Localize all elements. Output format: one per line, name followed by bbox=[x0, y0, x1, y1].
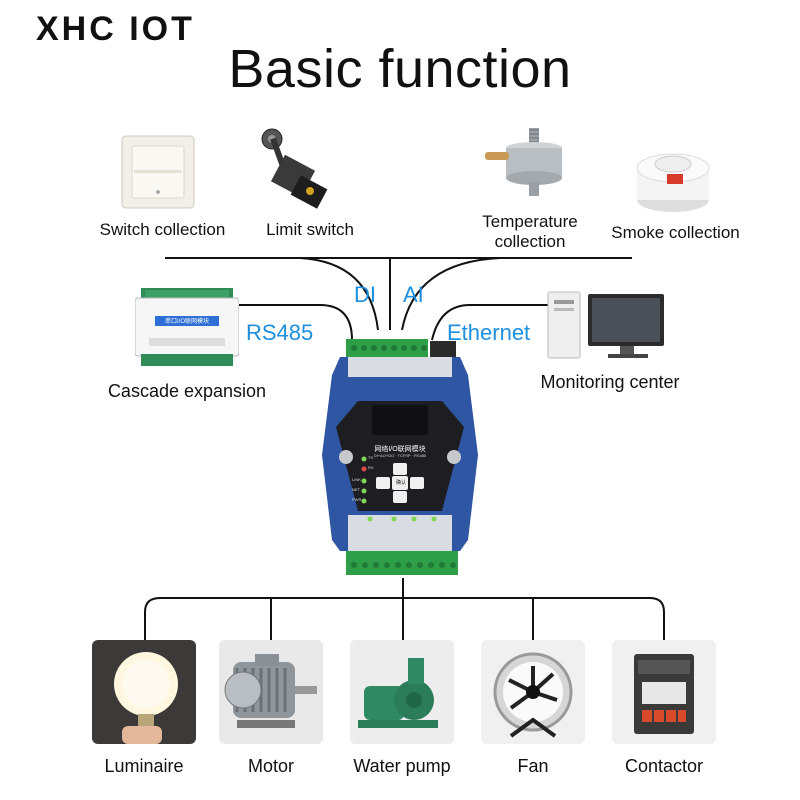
ai-label: AI bbox=[403, 282, 424, 307]
wall-switch-icon bbox=[120, 134, 196, 210]
brand-logo: XHC IOT bbox=[36, 10, 195, 48]
device-confirm-key[interactable]: 确认 bbox=[395, 480, 406, 486]
light-bulb-icon bbox=[92, 640, 196, 744]
load-sensor-icon bbox=[485, 128, 580, 200]
rs485-label: RS485 bbox=[246, 320, 314, 345]
motor-label: Motor bbox=[247, 756, 294, 776]
water-pump-label: Water pump bbox=[353, 756, 451, 776]
motor-icon bbox=[219, 640, 323, 744]
limit-switch-icon bbox=[250, 125, 340, 215]
led-tx-label: TX bbox=[368, 455, 374, 460]
ethernet-label: Ethernet bbox=[447, 320, 531, 345]
smoke-detector-icon bbox=[633, 138, 713, 218]
led-link-label: LINK bbox=[352, 477, 361, 482]
page-title: Basic function bbox=[228, 39, 572, 99]
contactor-icon bbox=[612, 640, 716, 744]
led-net-label: NET bbox=[352, 487, 360, 492]
cascade-module-text: 串口I/O联网模块 bbox=[164, 319, 209, 325]
fan-label: Fan bbox=[517, 756, 549, 776]
limit-switch-label: Limit switch bbox=[266, 220, 354, 239]
led-pwr-label: PWR bbox=[352, 497, 362, 502]
switch-collection-label: Switch collection bbox=[99, 220, 226, 239]
cascade-module-icon bbox=[134, 288, 240, 366]
smoke-collection-label: Smoke collection bbox=[611, 223, 740, 242]
water-pump-icon bbox=[350, 640, 454, 744]
cascade-expansion-label: Cascade expansion bbox=[107, 381, 267, 401]
fan-icon bbox=[481, 640, 585, 744]
computer-icon bbox=[546, 290, 666, 360]
io-module-device bbox=[318, 335, 482, 580]
monitoring-center-label: Monitoring center bbox=[540, 372, 680, 392]
led-rx-label: RX bbox=[368, 465, 374, 470]
device-panel-title: 网络I/O联网模块 bbox=[374, 446, 426, 453]
di-label: DI bbox=[354, 282, 376, 307]
contactor-label: Contactor bbox=[624, 756, 704, 776]
temperature-collection-label: Temperature collection bbox=[482, 212, 578, 251]
luminaire-label: Luminaire bbox=[104, 756, 184, 776]
device-panel-subtitle: DI+AO+DO · TCP/IP · RS485 bbox=[373, 453, 427, 458]
